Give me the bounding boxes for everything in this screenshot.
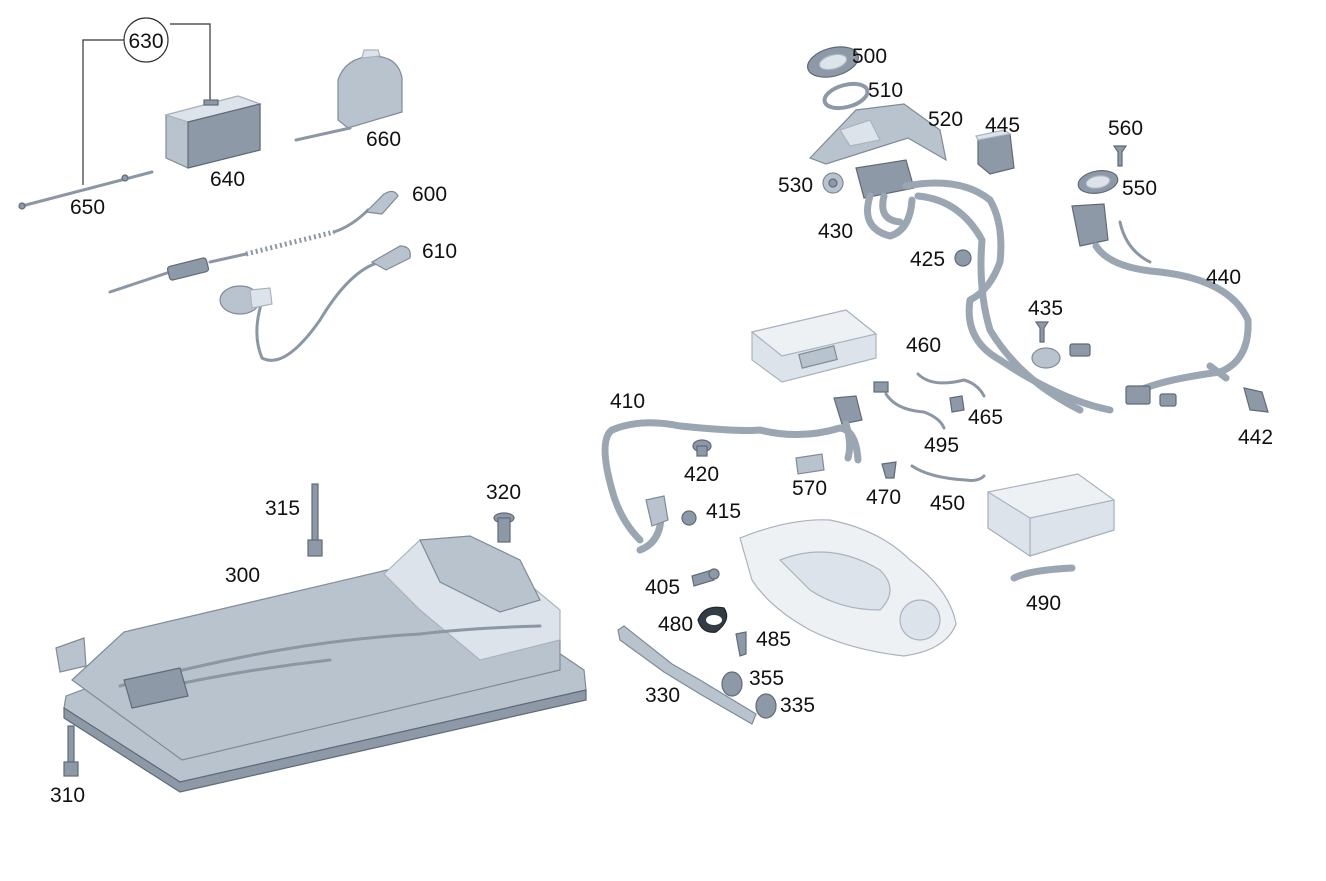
part-650-strap[interactable] bbox=[18, 170, 154, 210]
label-485[interactable]: 485 bbox=[756, 628, 791, 651]
label-445[interactable]: 445 bbox=[985, 114, 1020, 137]
label-420[interactable]: 420 bbox=[684, 463, 719, 486]
label-510[interactable]: 510 bbox=[868, 79, 903, 102]
label-495[interactable]: 495 bbox=[924, 434, 959, 457]
part-520-bracket[interactable] bbox=[808, 103, 947, 165]
part-425-grommet[interactable] bbox=[954, 249, 972, 267]
label-530[interactable]: 530 bbox=[778, 174, 813, 197]
part-660-pouch[interactable] bbox=[294, 49, 403, 142]
label-520[interactable]: 520 bbox=[928, 108, 963, 131]
bracket-630 bbox=[82, 23, 211, 185]
part-355-mount[interactable] bbox=[721, 671, 743, 697]
electric-drive-unit[interactable] bbox=[739, 519, 957, 657]
label-435[interactable]: 435 bbox=[1028, 297, 1063, 320]
callout-circle-630 bbox=[123, 17, 169, 63]
part-435-bolt[interactable] bbox=[1031, 321, 1091, 369]
part-465-bolt[interactable] bbox=[949, 395, 965, 413]
part-300-battery-pack[interactable] bbox=[55, 535, 587, 793]
dc-converter-unit[interactable] bbox=[987, 473, 1115, 558]
part-600-charging-cable[interactable] bbox=[108, 190, 399, 294]
label-570[interactable]: 570 bbox=[792, 477, 827, 500]
part-335-mount[interactable] bbox=[755, 693, 777, 719]
label-600[interactable]: 600 bbox=[412, 183, 447, 206]
part-560-screw[interactable] bbox=[1112, 145, 1128, 167]
label-660[interactable]: 660 bbox=[366, 128, 401, 151]
label-415[interactable]: 415 bbox=[706, 500, 741, 523]
part-310-bolt[interactable] bbox=[63, 725, 79, 777]
part-420-grommet[interactable] bbox=[692, 439, 712, 457]
label-310[interactable]: 310 bbox=[50, 784, 85, 807]
label-315[interactable]: 315 bbox=[265, 497, 300, 520]
label-640[interactable]: 640 bbox=[210, 168, 245, 191]
label-442[interactable]: 442 bbox=[1238, 426, 1273, 449]
part-442-connector[interactable] bbox=[1243, 387, 1269, 413]
label-440[interactable]: 440 bbox=[1206, 266, 1241, 289]
label-470[interactable]: 470 bbox=[866, 486, 901, 509]
label-355[interactable]: 355 bbox=[749, 667, 784, 690]
part-410-high-voltage-harness[interactable] bbox=[601, 395, 863, 554]
label-460[interactable]: 460 bbox=[906, 334, 941, 357]
label-550[interactable]: 550 bbox=[1122, 177, 1157, 200]
power-electronics-unit[interactable] bbox=[750, 309, 878, 383]
label-480[interactable]: 480 bbox=[658, 613, 693, 636]
part-490-cable[interactable] bbox=[1010, 564, 1076, 582]
part-430-charging-harness[interactable] bbox=[855, 159, 1114, 414]
part-450-cable[interactable] bbox=[910, 464, 986, 482]
part-550-cover[interactable] bbox=[1076, 168, 1119, 197]
part-470-bolt[interactable] bbox=[881, 461, 897, 479]
part-640-storage-bag[interactable] bbox=[163, 95, 263, 169]
part-610-charging-connector-cable[interactable] bbox=[219, 245, 411, 362]
label-490[interactable]: 490 bbox=[1026, 592, 1061, 615]
part-330-bracket[interactable] bbox=[617, 625, 757, 725]
part-440-charging-socket-harness[interactable] bbox=[1071, 203, 1252, 407]
part-445-module[interactable] bbox=[975, 129, 1015, 175]
part-405-bolt[interactable] bbox=[691, 568, 720, 587]
part-315-bolt[interactable] bbox=[307, 483, 323, 557]
label-410[interactable]: 410 bbox=[610, 390, 645, 413]
part-510-seal-ring[interactable] bbox=[822, 80, 870, 113]
label-330[interactable]: 330 bbox=[645, 684, 680, 707]
part-320-bolt[interactable] bbox=[493, 512, 515, 543]
label-300[interactable]: 300 bbox=[225, 564, 260, 587]
part-570-clip[interactable] bbox=[795, 453, 825, 475]
label-560[interactable]: 560 bbox=[1108, 117, 1143, 140]
label-425[interactable]: 425 bbox=[910, 248, 945, 271]
part-415-nut[interactable] bbox=[681, 510, 697, 526]
label-500[interactable]: 500 bbox=[852, 45, 887, 68]
part-485-bolt[interactable] bbox=[735, 631, 747, 657]
label-630[interactable]: 630 bbox=[128, 30, 163, 53]
label-450[interactable]: 450 bbox=[930, 492, 965, 515]
part-500-cover-ring[interactable] bbox=[804, 42, 861, 83]
part-530-grommet[interactable] bbox=[822, 172, 844, 194]
label-320[interactable]: 320 bbox=[486, 481, 521, 504]
label-610[interactable]: 610 bbox=[422, 240, 457, 263]
label-430[interactable]: 430 bbox=[818, 220, 853, 243]
part-480-grommet[interactable] bbox=[697, 606, 728, 633]
label-405[interactable]: 405 bbox=[645, 576, 680, 599]
label-335[interactable]: 335 bbox=[780, 694, 815, 717]
label-465[interactable]: 465 bbox=[968, 406, 1003, 429]
part-495-cable[interactable] bbox=[873, 381, 946, 430]
part-460-cable[interactable] bbox=[916, 372, 986, 398]
label-650[interactable]: 650 bbox=[70, 196, 105, 219]
charging-kit-group: 630 640 650 660 bbox=[18, 17, 403, 219]
